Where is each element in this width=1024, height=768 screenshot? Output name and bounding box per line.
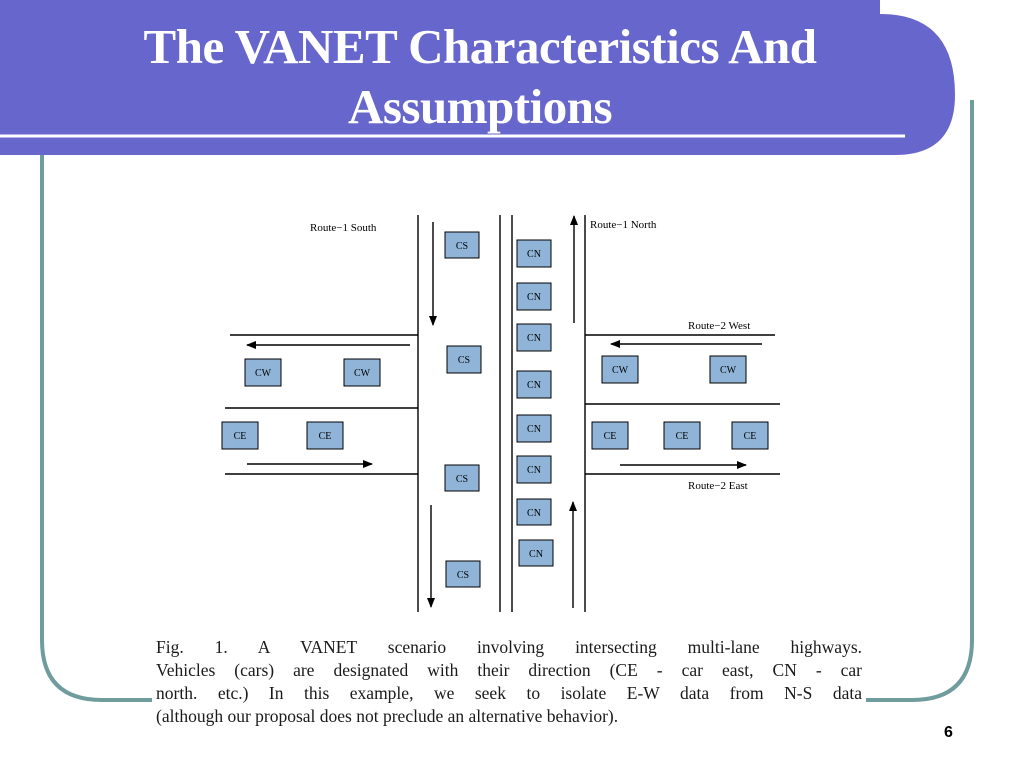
- vehicle-cn: CN: [516, 323, 552, 352]
- vehicle-ce: CE: [221, 421, 259, 450]
- caption-line: (although our proposal does not preclude…: [156, 706, 619, 726]
- svg-text:CW: CW: [255, 368, 272, 379]
- label-route1-south: Route−1 South: [310, 222, 377, 234]
- vehicle-cw: CW: [709, 355, 747, 384]
- vehicle-cw: CW: [244, 358, 282, 387]
- vehicle-cn: CN: [516, 498, 552, 526]
- vehicle-cs: CS: [445, 560, 481, 588]
- svg-text:CE: CE: [604, 431, 617, 442]
- svg-text:CE: CE: [676, 431, 689, 442]
- svg-text:CN: CN: [527, 292, 541, 303]
- figure-caption: Fig. 1. A VANET scenario involving inter…: [152, 636, 866, 728]
- svg-text:CN: CN: [527, 249, 541, 260]
- caption-line: Vehicles (cars) are designated with thei…: [156, 660, 862, 680]
- vehicle-cn: CN: [516, 414, 552, 443]
- vehicle-ce: CE: [663, 421, 701, 450]
- svg-text:CW: CW: [354, 368, 371, 379]
- svg-text:CN: CN: [527, 465, 541, 476]
- vehicle-ce: CE: [306, 421, 344, 450]
- vehicle-cn: CN: [518, 539, 554, 567]
- title-banner: The VANET Characteristics And Assumption…: [0, 0, 1024, 160]
- svg-text:CE: CE: [744, 431, 757, 442]
- slide-title-line-2: Assumptions: [347, 79, 613, 134]
- label-route2-west: Route−2 West: [688, 320, 750, 332]
- vehicle-cs: CS: [446, 345, 482, 374]
- slide-title-line-1: The VANET Characteristics And: [143, 19, 817, 74]
- svg-text:CS: CS: [456, 241, 468, 252]
- svg-text:CS: CS: [456, 474, 468, 485]
- caption-line: Fig. 1. A VANET scenario involving inter…: [156, 637, 862, 657]
- svg-text:CE: CE: [319, 431, 332, 442]
- label-route2-east: Route−2 East: [688, 480, 748, 492]
- title-banner-shape: [0, 0, 955, 155]
- vehicle-cn: CN: [516, 370, 552, 399]
- label-route1-north: Route−1 North: [590, 219, 657, 231]
- svg-text:CN: CN: [527, 333, 541, 344]
- caption-line: north. etc.) In this example, we seek to…: [156, 683, 862, 703]
- vehicle-ce: CE: [731, 421, 769, 450]
- vehicle-cn: CN: [516, 282, 552, 311]
- vehicle-cw: CW: [343, 358, 381, 387]
- svg-text:CW: CW: [612, 365, 629, 376]
- vehicle-cs: CS: [444, 464, 480, 492]
- vehicle-cs: CS: [444, 231, 480, 259]
- svg-text:CN: CN: [529, 549, 543, 560]
- svg-text:CN: CN: [527, 508, 541, 519]
- vehicle-ce: CE: [591, 421, 629, 450]
- svg-text:CW: CW: [720, 365, 737, 376]
- vehicle-cn: CN: [516, 239, 552, 268]
- svg-text:CN: CN: [527, 380, 541, 391]
- svg-text:CS: CS: [458, 355, 470, 366]
- svg-text:CS: CS: [457, 570, 469, 581]
- page-number: 6: [944, 724, 953, 741]
- svg-text:CN: CN: [527, 424, 541, 435]
- vehicle-cw: CW: [601, 355, 639, 384]
- svg-text:CE: CE: [234, 431, 247, 442]
- vehicle-cn: CN: [516, 455, 552, 484]
